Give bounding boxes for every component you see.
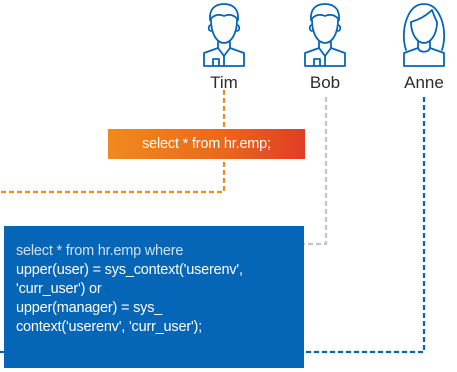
rewritten-query-box: select * from hr.emp where upper(user) =…	[4, 226, 304, 368]
query-line: upper(user) = sys_context('userenv',	[16, 262, 243, 278]
query-line: context('userenv', 'curr_user');	[16, 319, 202, 335]
plain-query-box: select * from hr.emp;	[108, 129, 305, 159]
man-avatar-icon	[203, 3, 245, 67]
person-label-bob: Bob	[309, 73, 341, 92]
anne-connector-line	[304, 97, 426, 354]
person-label-anne: Anne	[404, 73, 444, 92]
query-line: upper(manager) = sys_	[16, 300, 163, 316]
query-line: select * from hr.emp where	[16, 243, 184, 259]
woman-avatar-icon	[402, 3, 446, 67]
bob-connector-line	[304, 97, 328, 246]
person-label-tim: Tim	[210, 73, 238, 92]
query-line: 'curr_user') or	[16, 281, 102, 297]
man-avatar-icon	[304, 3, 346, 67]
tim-connector-line	[0, 90, 226, 194]
